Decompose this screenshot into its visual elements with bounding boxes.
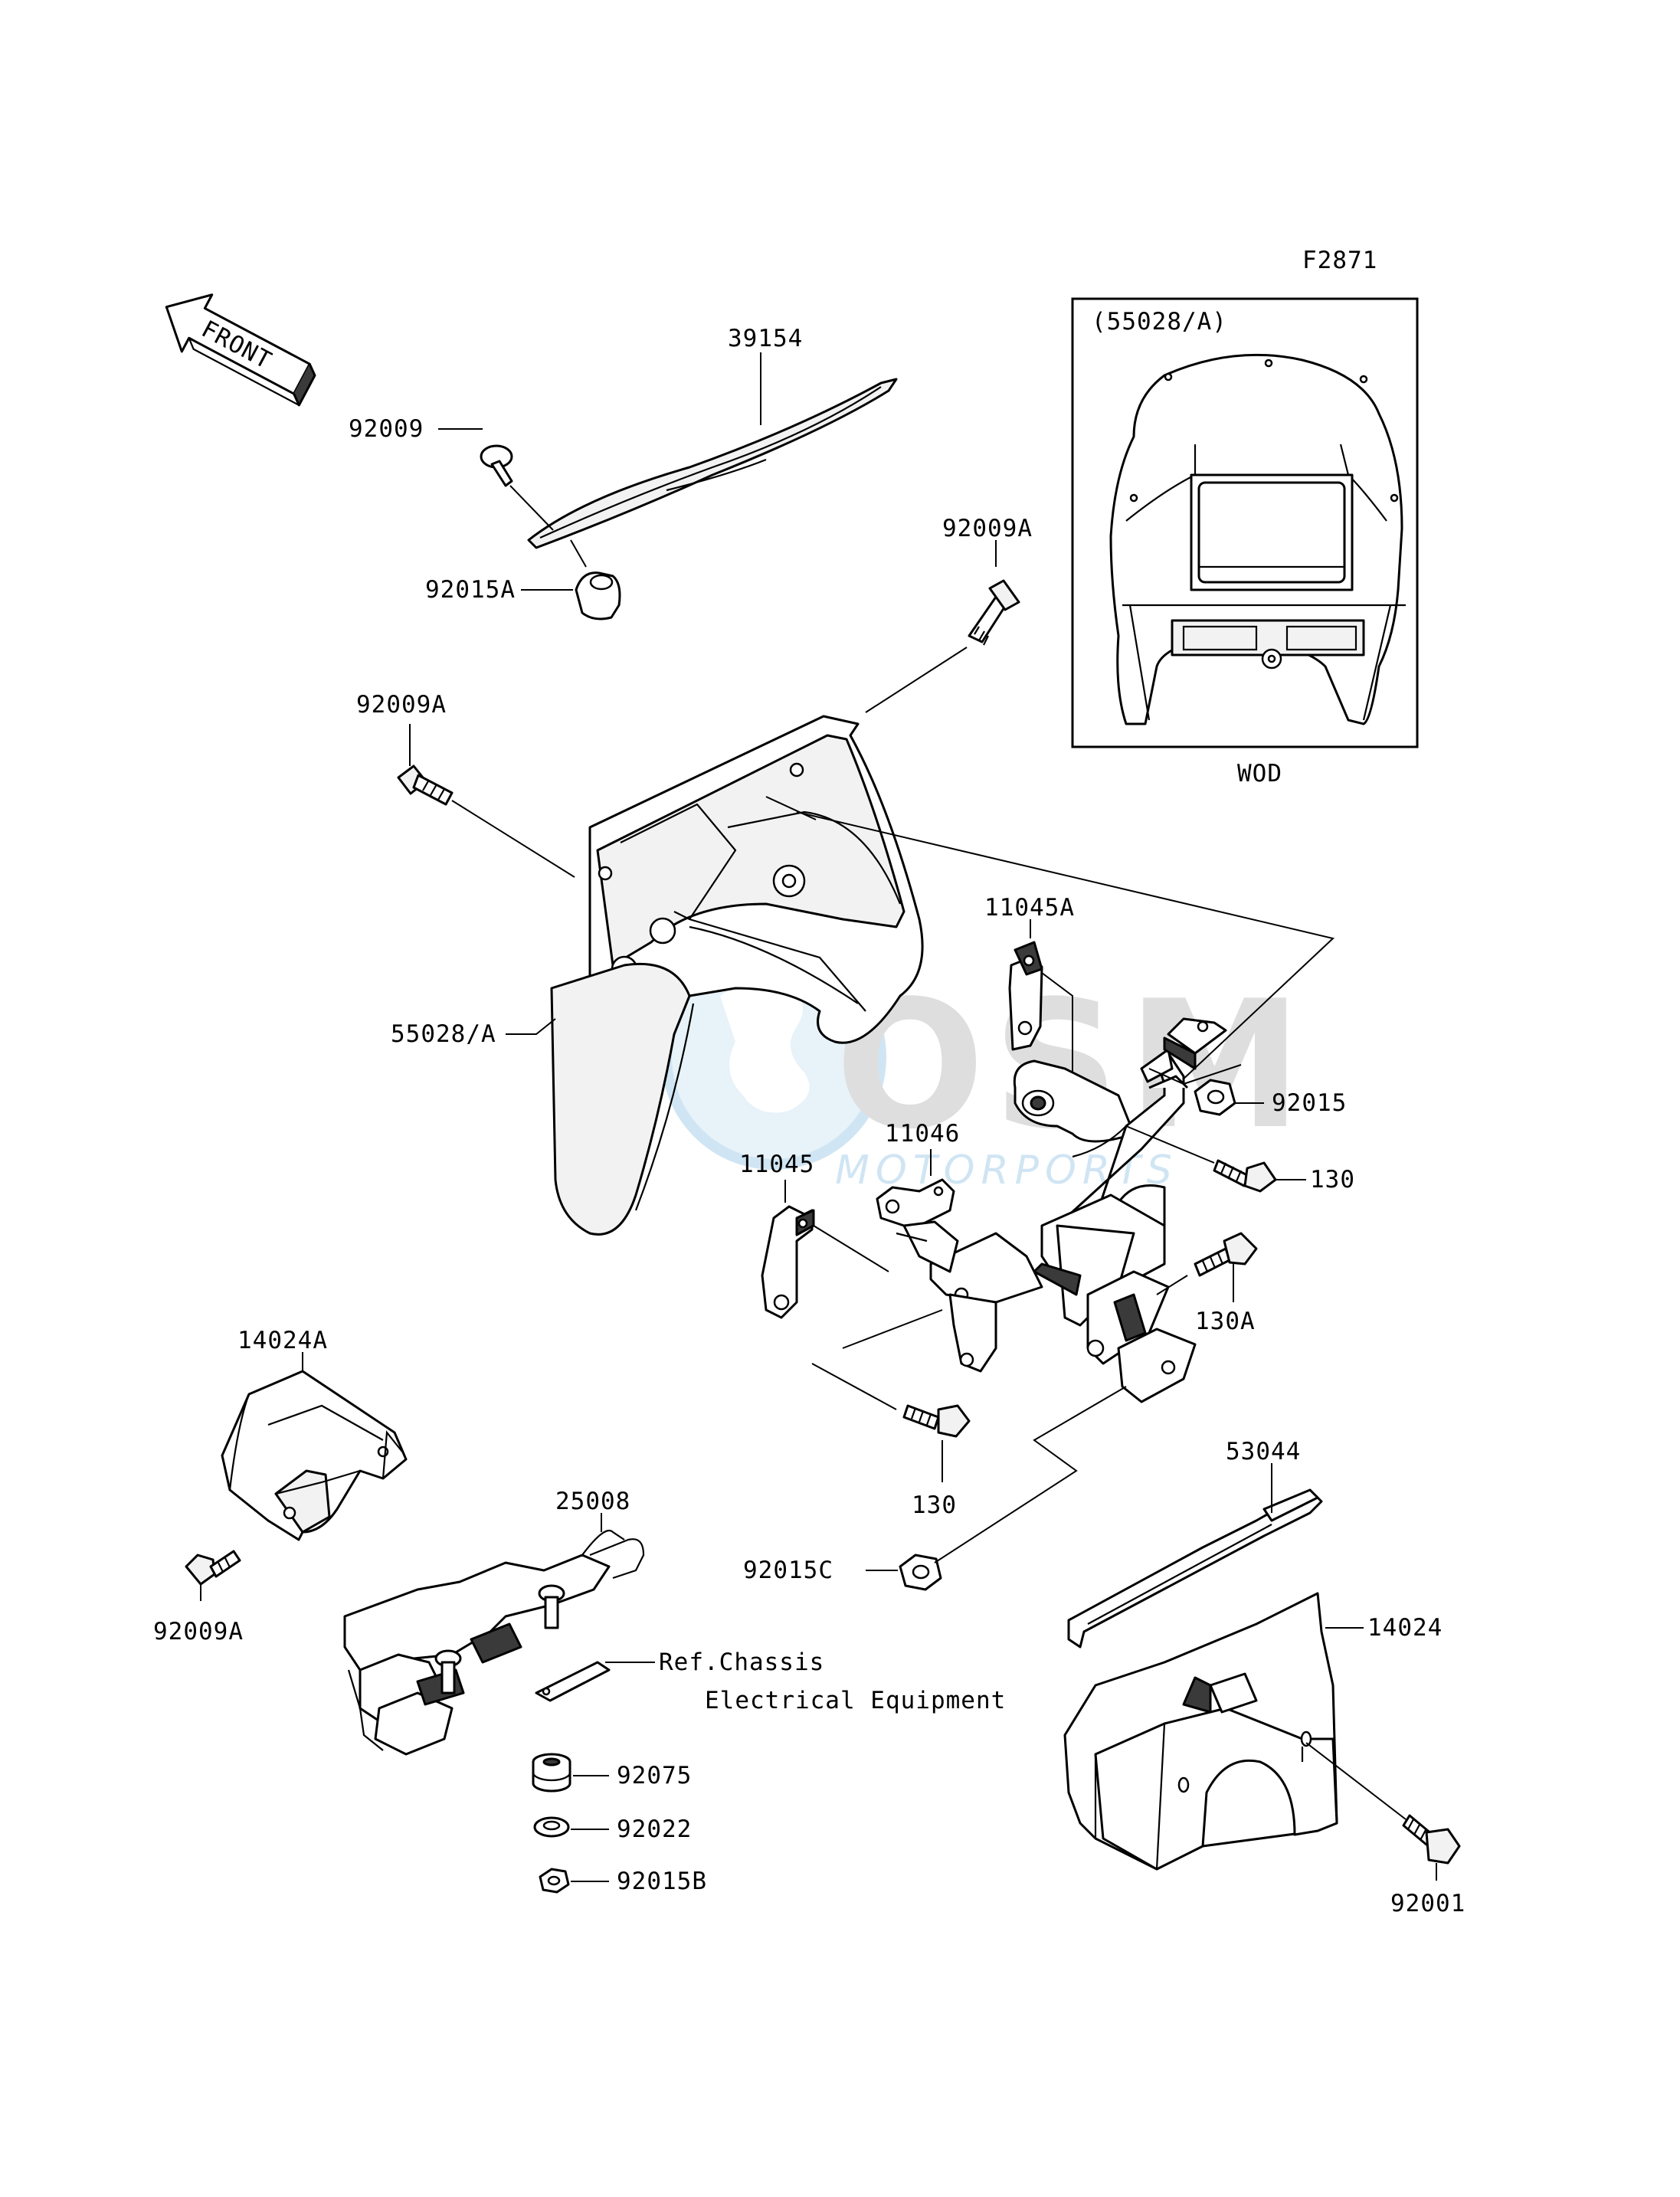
nut-92015B: [539, 1868, 570, 1894]
bolt-92001: [1402, 1814, 1461, 1865]
label-130-right: 130: [1310, 1166, 1355, 1193]
reference-line-2: Electrical Equipment: [705, 1687, 1006, 1714]
bolt-130-bottom: [902, 1404, 971, 1438]
watermark-continents: [720, 982, 810, 1113]
inset-caption: WOD: [1237, 760, 1282, 787]
cover-14024A: [221, 1370, 408, 1541]
bolt-92009A-bottom: [185, 1550, 241, 1586]
windshield-39154: [527, 378, 898, 549]
inset-cowl-front: [1109, 353, 1406, 725]
label-53044: 53044: [1226, 1438, 1301, 1465]
washer-92022: [533, 1816, 570, 1838]
label-11046: 11046: [885, 1120, 960, 1148]
bracket-11046: [876, 1178, 959, 1273]
headlight-bracket-frame: [929, 1048, 1197, 1403]
label-92009A-bottom: 92009A: [153, 1618, 244, 1645]
cover-14024: [1063, 1592, 1338, 1871]
bracket-tab-92015: [1163, 1017, 1227, 1070]
bolt-130-right: [1213, 1159, 1277, 1193]
label-92001: 92001: [1390, 1890, 1465, 1917]
mount-25008: [343, 1530, 645, 1756]
bracket-11045: [761, 1205, 815, 1319]
bolt-92009A-top: [968, 579, 1020, 646]
strap-part: [535, 1661, 611, 1702]
reference-line-1: Ref.Chassis: [659, 1649, 824, 1676]
headlight-cowl-55028A: [550, 715, 924, 1236]
inset-box: (55028/A) WOD: [1071, 297, 1419, 787]
strip-53044: [1067, 1488, 1323, 1649]
label-11045A: 11045A: [984, 894, 1075, 922]
figure-code: F2871: [1302, 247, 1377, 274]
leader-cowl-bracket: [765, 796, 1335, 1119]
label-92009: 92009: [349, 415, 424, 443]
label-14024: 14024: [1367, 1614, 1443, 1642]
leader-92009A-left: [451, 800, 575, 878]
grommet-92015A: [570, 539, 621, 620]
watermark-brand: OSM: [835, 964, 1310, 1168]
label-55028A: 55028/A: [391, 1020, 496, 1048]
label-130-bottom: 130: [912, 1491, 957, 1519]
bolt-92009A-left: [397, 765, 454, 806]
label-92075: 92075: [617, 1762, 692, 1789]
bolt-130A: [1194, 1232, 1258, 1277]
label-92009A-top: 92009A: [942, 515, 1033, 542]
label-25008: 25008: [555, 1488, 630, 1515]
label-39154: 39154: [728, 325, 803, 352]
front-arrow-icon: FRONT: [165, 293, 316, 407]
label-92009A-left: 92009A: [356, 691, 447, 719]
label-11045: 11045: [739, 1151, 814, 1178]
damper-92075: [532, 1753, 571, 1793]
nut-92015C: [899, 1554, 942, 1591]
label-92022: 92022: [617, 1816, 692, 1843]
label-92015C: 92015C: [743, 1557, 833, 1584]
label-92015: 92015: [1272, 1089, 1347, 1117]
label-92015A: 92015A: [425, 576, 516, 604]
label-14024A: 14024A: [237, 1327, 328, 1354]
inset-title: (55028/A): [1092, 308, 1227, 336]
label-130A: 130A: [1195, 1308, 1256, 1335]
leader-92009A-top: [865, 647, 968, 713]
screw-92009: [480, 444, 554, 531]
bracket-11045A: [1008, 941, 1043, 1051]
label-92015B: 92015B: [617, 1868, 707, 1895]
